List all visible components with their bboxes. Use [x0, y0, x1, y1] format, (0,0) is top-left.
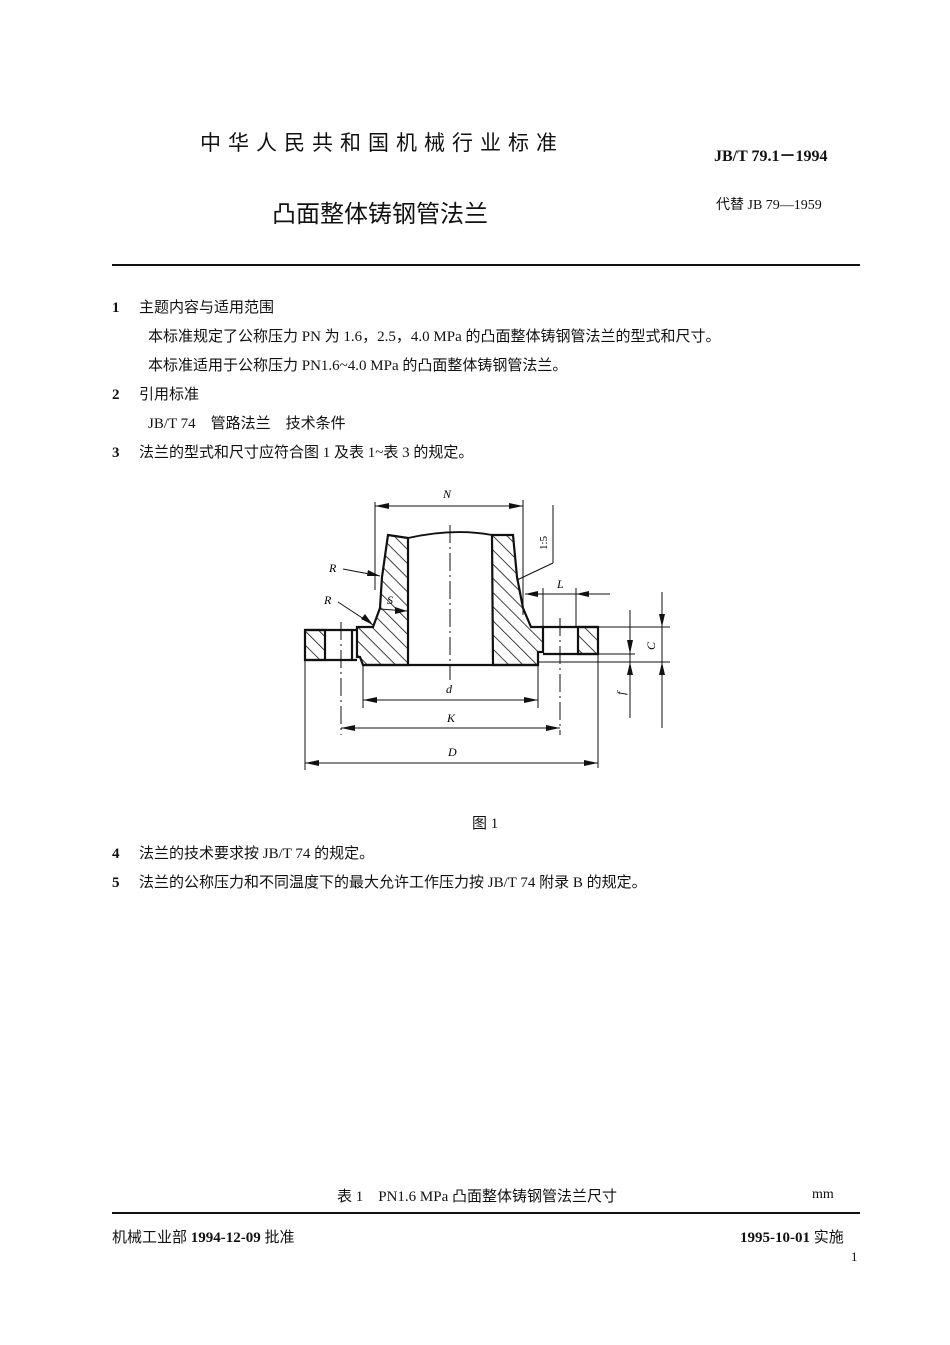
dim-label-R-upper: R: [328, 561, 337, 575]
page-number: 1: [851, 1249, 858, 1264]
header-divider: [112, 264, 860, 266]
section-number: 1: [112, 300, 120, 316]
section-text: 法兰的公称压力和不同温度下的最大允许工作压力按 JB/T 74 附录 B 的规定…: [139, 875, 647, 891]
effective-label: 实施: [813, 1230, 844, 1246]
dim-label-N: N: [442, 487, 452, 501]
approve-label: 批准: [264, 1230, 295, 1246]
replaces-standard: 代替 JB 79—1959: [716, 198, 822, 213]
approval-info: 机械工业部 1994-12-09 批准: [112, 1226, 295, 1247]
dim-label-D: D: [447, 745, 457, 759]
dim-label-R-lower: R: [323, 593, 332, 607]
section-2-reference: JB/T 74 管路法兰 技术条件: [148, 416, 346, 432]
flange-diagram: N R R S L 1:5 C f d K D: [303, 487, 670, 770]
table-unit: mm: [812, 1187, 834, 1202]
dim-label-L: L: [556, 577, 564, 591]
section-4: 4 法兰的技术要求按 JB/T 74 的规定。: [112, 842, 374, 863]
dim-label-K: K: [446, 711, 456, 725]
standard-code: JB/T 79.1－1994: [714, 148, 828, 165]
dim-label-C: C: [644, 641, 658, 650]
section-1-paragraph-1: 本标准规定了公称压力 PN 为 1.6，2.5，4.0 MPa 的凸面整体铸钢管…: [148, 329, 721, 345]
issuing-organization: 中华人民共和国机械行业标准: [200, 131, 564, 155]
section-1-paragraph-2: 本标准适用于公称压力 PN1.6~4.0 MPa 的凸面整体铸钢管法兰。: [148, 358, 568, 374]
footer-divider: [112, 1212, 860, 1214]
figure-caption: 图 1: [472, 816, 499, 832]
section-heading-text: 主题内容与适用范围: [139, 300, 275, 316]
table-title: 表 1 PN1.6 MPa 凸面整体铸钢管法兰尺寸: [337, 1189, 618, 1205]
dim-label-f: f: [614, 690, 628, 695]
section-text: 法兰的技术要求按 JB/T 74 的规定。: [139, 846, 375, 862]
section-number: 2: [112, 387, 120, 403]
section-number: 3: [112, 445, 120, 461]
section-3: 3 法兰的型式和尺寸应符合图 1 及表 1~表 3 的规定。: [112, 441, 473, 462]
effective-info: 1995-10-01 实施: [740, 1226, 844, 1247]
taper-ratio-label: 1:5: [538, 535, 550, 550]
dim-label-S: S: [387, 593, 393, 607]
approve-date: 1994-12-09: [190, 1230, 261, 1246]
section-2-heading: 2 引用标准: [112, 383, 199, 404]
document-title: 凸面整体铸钢管法兰: [272, 200, 488, 228]
effective-date: 1995-10-01: [740, 1230, 810, 1246]
approver: 机械工业部: [112, 1230, 188, 1246]
section-1-heading: 1 主题内容与适用范围: [112, 296, 274, 317]
section-text: 法兰的型式和尺寸应符合图 1 及表 1~表 3 的规定。: [139, 445, 474, 461]
section-number: 4: [112, 846, 120, 862]
section-heading-text: 引用标准: [139, 387, 200, 403]
section-number: 5: [112, 875, 120, 891]
dim-label-d: d: [446, 682, 453, 696]
section-5: 5 法兰的公称压力和不同温度下的最大允许工作压力按 JB/T 74 附录 B 的规…: [112, 871, 647, 892]
